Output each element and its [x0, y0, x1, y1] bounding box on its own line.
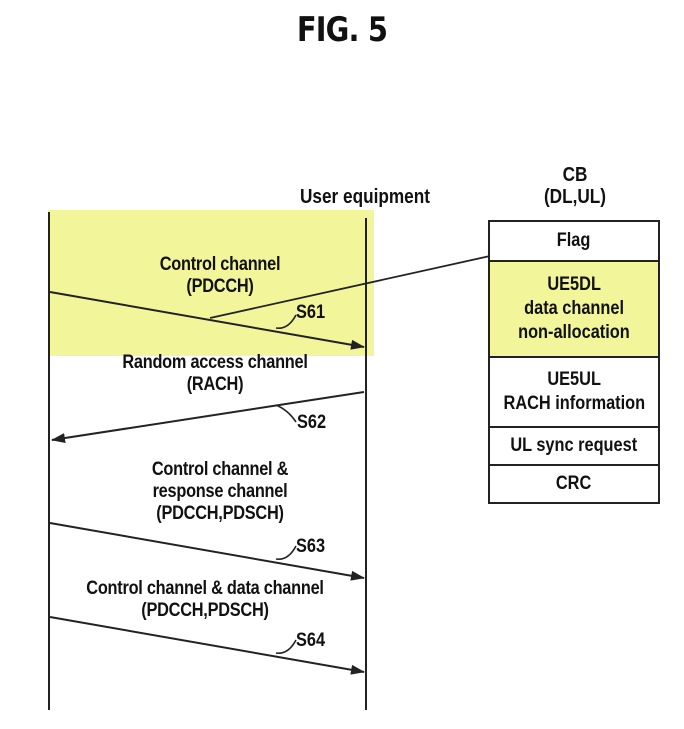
user-equipment-label: User equipment — [300, 186, 430, 208]
cb-field-ue5ul: UE5UL RACH information — [490, 358, 658, 428]
cb-field-flag-label: Flag — [557, 230, 591, 251]
cb-field-crc-label: CRC — [556, 473, 592, 494]
arrow-s61 — [49, 291, 365, 350]
cb-title-line1: CB — [562, 164, 588, 186]
message-s63-label: Control channel & response channel (PDCC… — [100, 459, 341, 525]
step-s62: S62 — [297, 412, 327, 433]
s63-tick — [275, 545, 297, 561]
cb-leader-line — [209, 255, 491, 319]
cb-field-ul-sync: UL sync request — [490, 428, 658, 466]
message-s61-line2: (PDCCH) — [186, 276, 254, 297]
s61-tick — [275, 314, 297, 330]
step-s64: S64 — [296, 630, 326, 651]
cb-field-ul-sync-label: UL sync request — [510, 435, 638, 456]
cb-title-line2: (DL,UL) — [543, 186, 607, 208]
message-s63-line3: (PDCCH,PDSCH) — [156, 503, 284, 524]
arrow-s64 — [49, 616, 365, 675]
message-s62-line2: (RACH) — [186, 374, 244, 395]
arrow-s63 — [49, 522, 365, 581]
cb-field-ue5dl-line1: UE5DL — [547, 274, 601, 295]
highlight-region — [48, 210, 374, 356]
step-s63: S63 — [296, 536, 326, 557]
message-s63-line1: Control channel & — [151, 459, 289, 480]
message-s64-line2: (PDCCH,PDSCH) — [141, 600, 269, 621]
arrow-s62 — [51, 391, 365, 443]
message-s62-line1: Random access channel — [122, 352, 308, 373]
step-s61: S61 — [296, 302, 326, 323]
message-s61-line1: Control channel — [159, 254, 281, 275]
cb-field-ue5ul-line2: RACH information — [503, 393, 645, 414]
cb-field-ue5ul-line1: UE5UL — [547, 369, 601, 390]
cb-field-ue5dl-line2: data channel — [524, 298, 624, 319]
cb-field-flag: Flag — [490, 222, 658, 262]
message-s64-label: Control channel & data channel (PDCCH,PD… — [63, 578, 347, 622]
cb-title: CB (DL,UL) — [511, 164, 640, 208]
cb-field-ue5dl-line3: non-allocation — [518, 322, 630, 343]
message-s63-line2: response channel — [152, 481, 288, 502]
base-station-lifeline — [48, 212, 50, 710]
s62-tick — [275, 404, 297, 423]
user-equipment-lifeline — [365, 218, 367, 710]
message-s62-label: Random access channel (RACH) — [82, 352, 349, 396]
cb-field-ue5dl: UE5DL data channel non-allocation — [490, 262, 658, 358]
s64-tick — [275, 639, 297, 655]
message-s61-label: Control channel (PDCCH) — [100, 254, 341, 298]
cb-field-crc: CRC — [490, 466, 658, 502]
message-s64-line1: Control channel & data channel — [86, 578, 324, 599]
cb-structure-table: Flag UE5DL data channel non-allocation U… — [488, 220, 660, 504]
figure-title: FIG. 5 — [296, 10, 388, 50]
